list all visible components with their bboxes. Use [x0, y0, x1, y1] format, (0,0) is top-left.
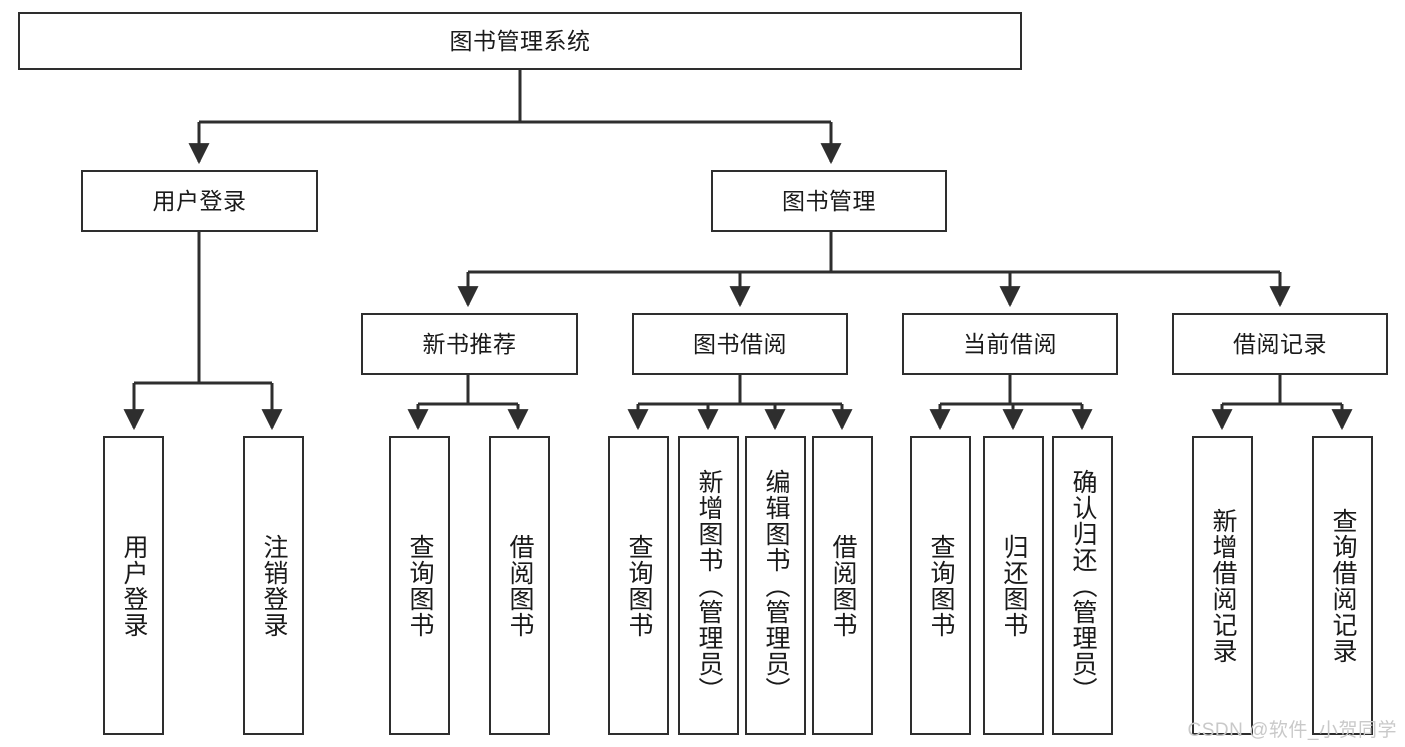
node-leaf-confirm-return[interactable]: 确认归还（管理员） — [1052, 436, 1113, 735]
node-leaf-add-record[interactable]: 新增借阅记录 — [1192, 436, 1253, 735]
node-leaf-query-book-1-label: 查询图书 — [406, 533, 434, 638]
node-leaf-logout[interactable]: 注销登录 — [243, 436, 304, 735]
node-leaf-return-book[interactable]: 归还图书 — [983, 436, 1044, 735]
node-leaf-borrow-book-1-label: 借阅图书 — [506, 533, 534, 638]
node-book-borrow[interactable]: 图书借阅 — [632, 313, 848, 375]
node-current-borrow[interactable]: 当前借阅 — [902, 313, 1118, 375]
node-root-label: 图书管理系统 — [449, 27, 591, 54]
node-leaf-query-record-label: 查询借阅记录 — [1329, 507, 1357, 664]
node-book-borrow-label: 图书借阅 — [693, 330, 787, 357]
node-new-book-rec[interactable]: 新书推荐 — [361, 313, 578, 375]
node-book-manage[interactable]: 图书管理 — [711, 170, 947, 232]
watermark: CSDN @软件_小贺同学 — [1187, 720, 1397, 741]
node-leaf-confirm-return-label: 确认归还（管理员） — [1069, 468, 1097, 703]
node-root[interactable]: 图书管理系统 — [18, 12, 1022, 70]
node-leaf-edit-book[interactable]: 编辑图书（管理员） — [745, 436, 806, 735]
node-leaf-add-book[interactable]: 新增图书（管理员） — [678, 436, 739, 735]
node-leaf-borrow-book-2-label: 借阅图书 — [829, 533, 857, 638]
node-leaf-add-book-label: 新增图书（管理员） — [695, 468, 723, 703]
node-leaf-return-book-label: 归还图书 — [1000, 533, 1028, 638]
node-leaf-query-book-3-label: 查询图书 — [927, 533, 955, 638]
node-leaf-borrow-book-1[interactable]: 借阅图书 — [489, 436, 550, 735]
node-new-book-rec-label: 新书推荐 — [422, 330, 517, 357]
node-user-login[interactable]: 用户登录 — [81, 170, 318, 232]
node-current-borrow-label: 当前借阅 — [963, 330, 1057, 357]
node-leaf-edit-book-label: 编辑图书（管理员） — [762, 468, 790, 703]
node-user-login-label: 用户登录 — [152, 187, 247, 214]
node-leaf-query-book-1[interactable]: 查询图书 — [389, 436, 450, 735]
node-leaf-logout-label: 注销登录 — [260, 533, 288, 638]
node-leaf-query-book-2-label: 查询图书 — [625, 533, 653, 638]
node-borrow-record-label: 借阅记录 — [1233, 330, 1327, 357]
node-leaf-query-book-3[interactable]: 查询图书 — [910, 436, 971, 735]
node-borrow-record[interactable]: 借阅记录 — [1172, 313, 1388, 375]
node-leaf-query-record[interactable]: 查询借阅记录 — [1312, 436, 1373, 735]
node-leaf-borrow-book-2[interactable]: 借阅图书 — [812, 436, 873, 735]
node-book-manage-label: 图书管理 — [782, 187, 876, 214]
node-leaf-query-book-2[interactable]: 查询图书 — [608, 436, 669, 735]
node-leaf-add-record-label: 新增借阅记录 — [1209, 507, 1237, 664]
node-leaf-user-login-label: 用户登录 — [120, 533, 148, 638]
node-leaf-user-login[interactable]: 用户登录 — [103, 436, 164, 735]
